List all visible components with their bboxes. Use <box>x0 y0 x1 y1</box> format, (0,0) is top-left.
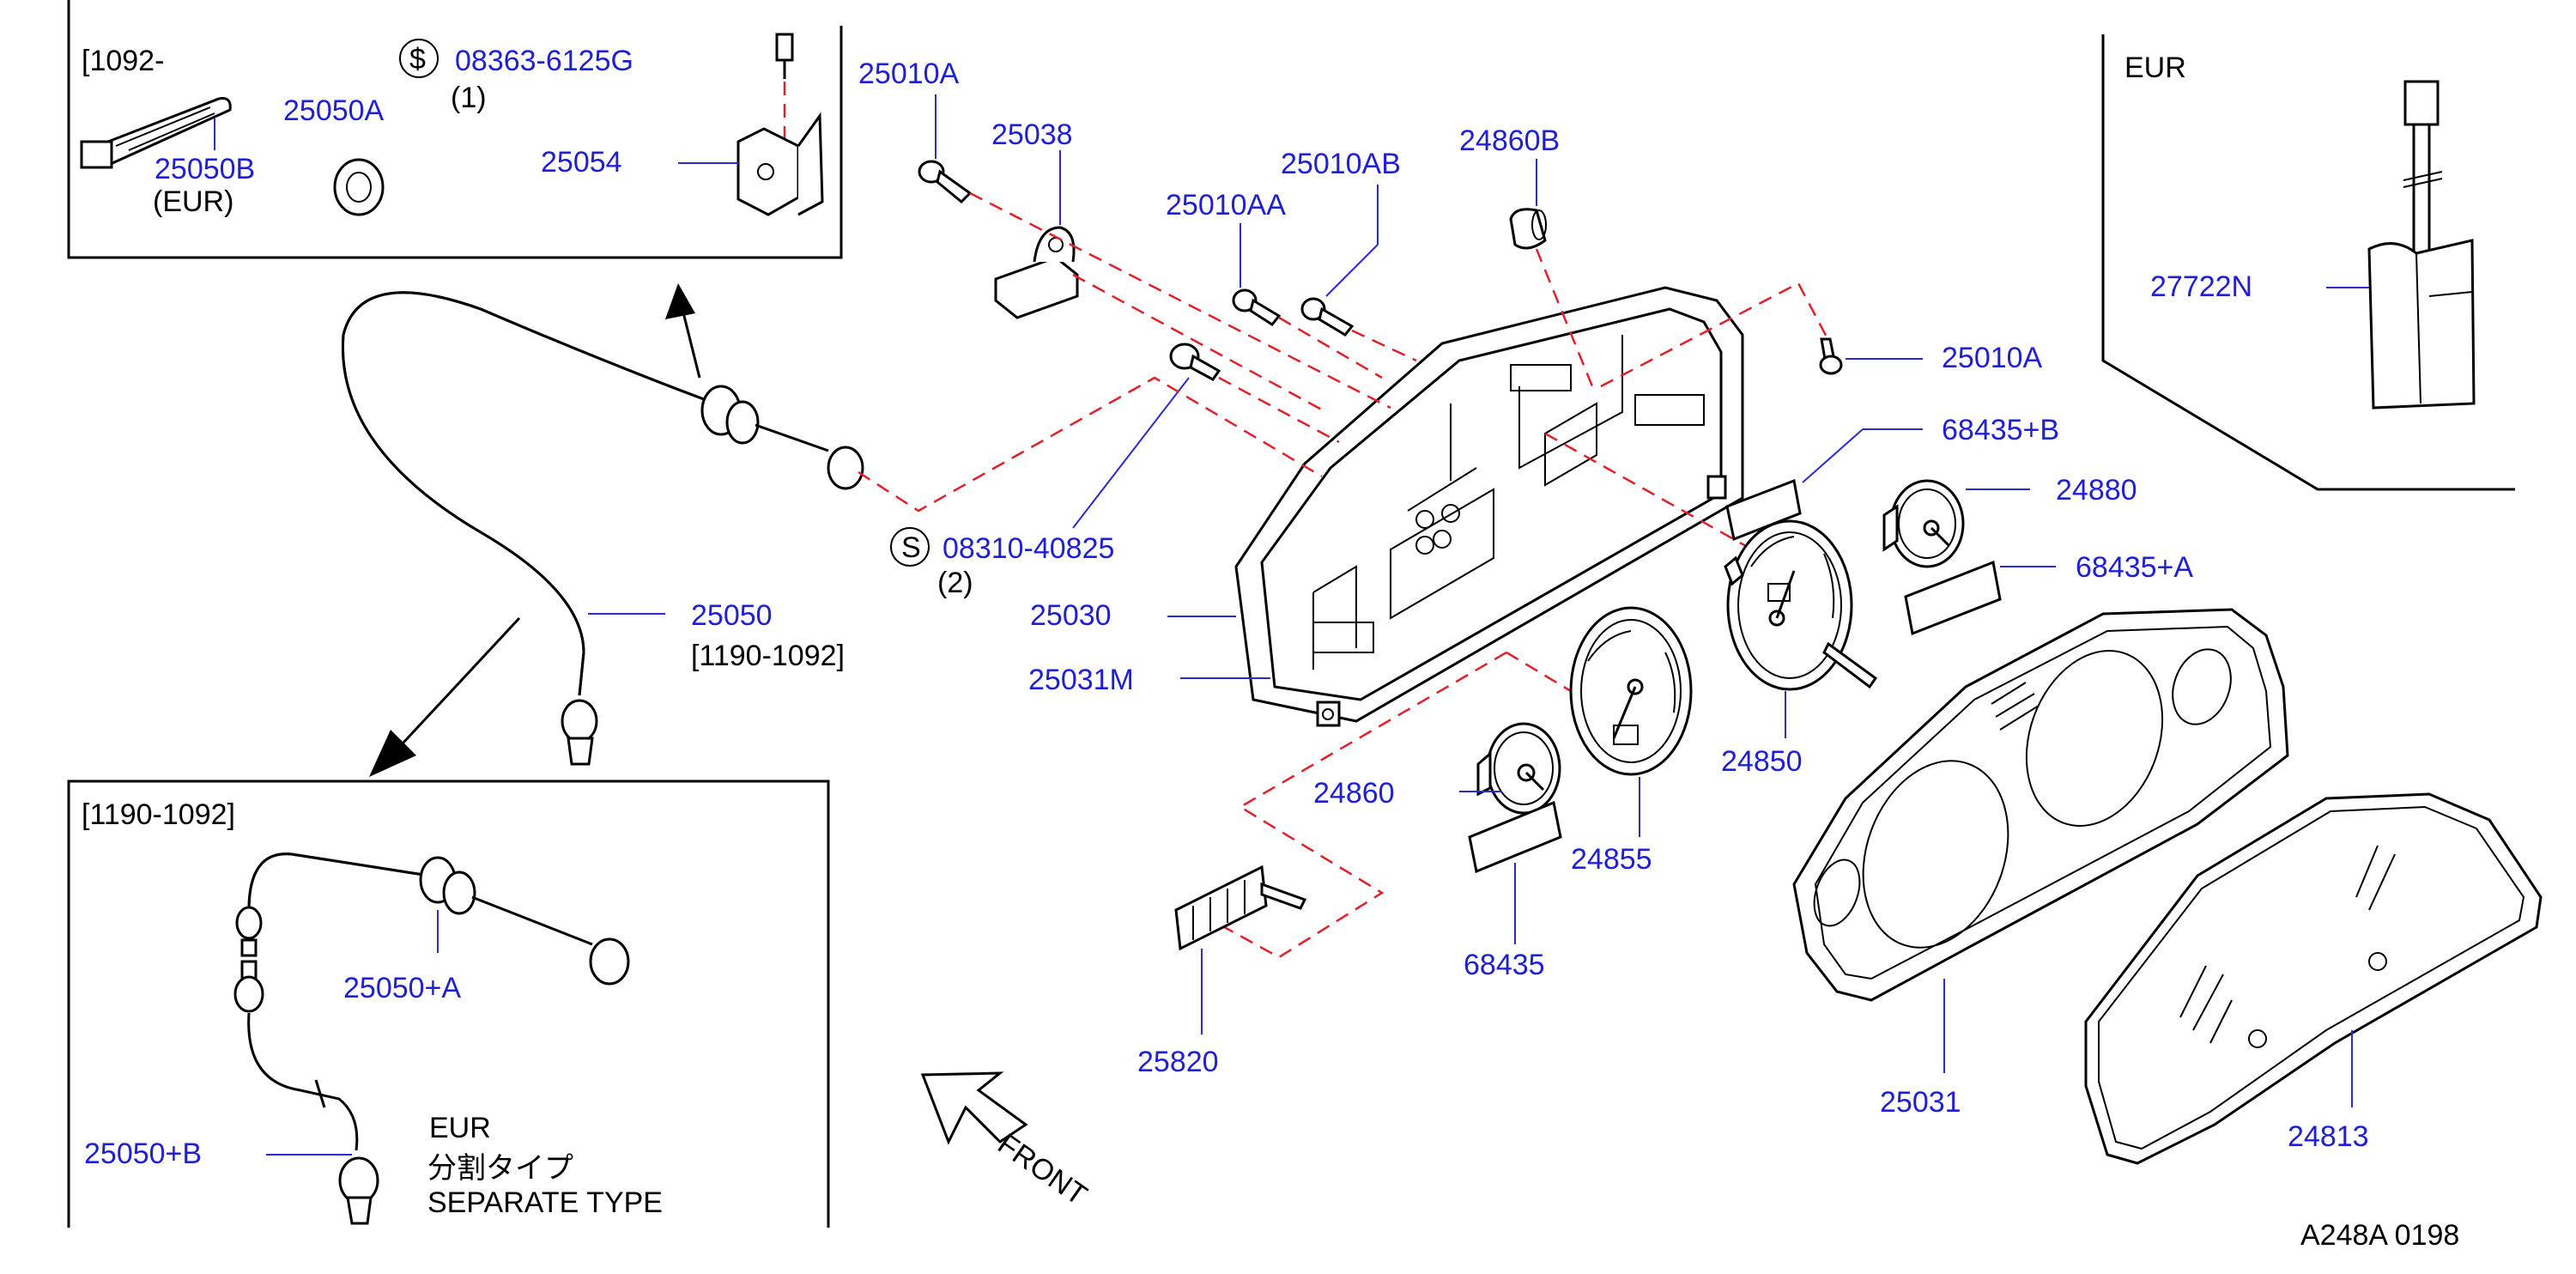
label-68435: 68435 <box>1464 949 1545 981</box>
label-68435B: 68435+B <box>1942 414 2059 446</box>
label-25050-B: 25050+B <box>84 1138 202 1170</box>
bulb-24860B <box>1509 208 1547 250</box>
inset-bottom-range: [1190-1092] <box>82 798 235 831</box>
bracket-25054 <box>736 33 824 216</box>
glass-24813 <box>2084 792 2543 1165</box>
label-25050B: 25050B <box>155 153 255 185</box>
inset-bottom-jp-type: 分割タイプ <box>427 1151 573 1186</box>
screw-25010A-right <box>1819 337 1843 375</box>
inset-bottom-separate-type: SEPARATE TYPE <box>427 1186 663 1219</box>
arrow-down-left-icon <box>369 616 521 777</box>
label-25010AB: 25010AB <box>1281 148 1401 180</box>
label-plate-68435B <box>1725 478 1802 542</box>
label-25054: 25054 <box>541 146 622 179</box>
label-25038: 25038 <box>991 118 1073 151</box>
speedo-cable-25050B <box>233 960 379 1225</box>
screw-25010AB <box>1300 297 1355 337</box>
clip-25038 <box>994 226 1079 319</box>
gauge-24880 <box>1882 479 1965 568</box>
label-25820: 25820 <box>1137 1046 1219 1078</box>
screw-symbol-s: S <box>901 531 921 564</box>
screw-symbol-s-circle <box>890 527 930 567</box>
screw-25010AA <box>1232 288 1282 326</box>
label-24850: 24850 <box>1721 745 1803 778</box>
inset-bottom-left: [1190-1092] 25050+A 25050+B EUR 分割タイプ SE… <box>82 798 663 1225</box>
label-24860: 24860 <box>1313 777 1395 810</box>
inset-top-left-range: [1092- <box>82 45 164 77</box>
speedo-cable-25050 <box>341 291 864 766</box>
arrow-up-icon <box>665 283 701 379</box>
label-plate-68435A <box>1904 560 2002 636</box>
label-24813: 24813 <box>2288 1120 2369 1153</box>
gauge-24850 <box>1724 519 1878 691</box>
label-08363-6125G: 08363-6125G <box>455 45 633 77</box>
assembly-dashed-lines <box>858 191 1832 959</box>
label-25050-range: [1190-1092] <box>691 640 845 672</box>
label-24860B: 24860B <box>1459 124 1560 157</box>
label-qty-2: (2) <box>937 567 973 599</box>
label-25050A: 25050A <box>283 94 385 127</box>
screw-symbol-circle <box>399 39 439 78</box>
front-arrow-icon <box>920 1071 1028 1145</box>
label-25050: 25050 <box>691 599 773 632</box>
inset-right-eur: EUR 27722N <box>2124 52 2476 410</box>
bolt-08310 <box>1169 343 1221 381</box>
label-plate-68435 <box>1468 800 1562 874</box>
diagram-code: A248A 0198 <box>2300 1219 2459 1252</box>
label-08310-40825: 08310-40825 <box>943 532 1114 565</box>
label-25050-A: 25050+A <box>343 972 461 1004</box>
label-25050B-note: (EUR) <box>153 185 233 218</box>
speedo-cable-25050A <box>235 852 630 986</box>
label-25031M: 25031M <box>1028 664 1134 696</box>
gauge-24860 <box>1476 722 1561 815</box>
label-front: FRONT <box>991 1127 1093 1211</box>
label-25031: 25031 <box>1880 1086 1961 1119</box>
inset-top-left: [1092- 25050B (EUR) 25050A $ 08363-6125G… <box>80 33 824 218</box>
screw-25010A-top <box>918 160 973 204</box>
screw-symbol: $ <box>409 43 426 76</box>
label-25010A-right: 25010A <box>1942 342 2043 374</box>
cluster-housing-25030 <box>1234 286 1744 727</box>
grommet-25050A <box>333 158 385 216</box>
label-27722N: 27722N <box>2150 270 2252 303</box>
label-qty-1: (1) <box>451 82 487 114</box>
label-25030: 25030 <box>1030 599 1112 632</box>
label-25010A-top: 25010A <box>858 58 960 90</box>
front-mask-25031 <box>1792 608 2289 1002</box>
inset-right-title: EUR <box>2124 52 2186 84</box>
inset-frames <box>67 0 2515 1228</box>
label-68435A: 68435+A <box>2076 551 2193 584</box>
cable-strap-25050B <box>80 97 232 169</box>
sensor-27722N <box>2367 80 2476 410</box>
label-24880: 24880 <box>2056 474 2137 507</box>
inset-bottom-eur: EUR <box>429 1112 491 1144</box>
connector-25820 <box>1174 864 1307 951</box>
label-25010AA: 25010AA <box>1166 189 1286 221</box>
gauge-24855 <box>1569 606 1693 776</box>
label-24855: 24855 <box>1571 843 1652 876</box>
